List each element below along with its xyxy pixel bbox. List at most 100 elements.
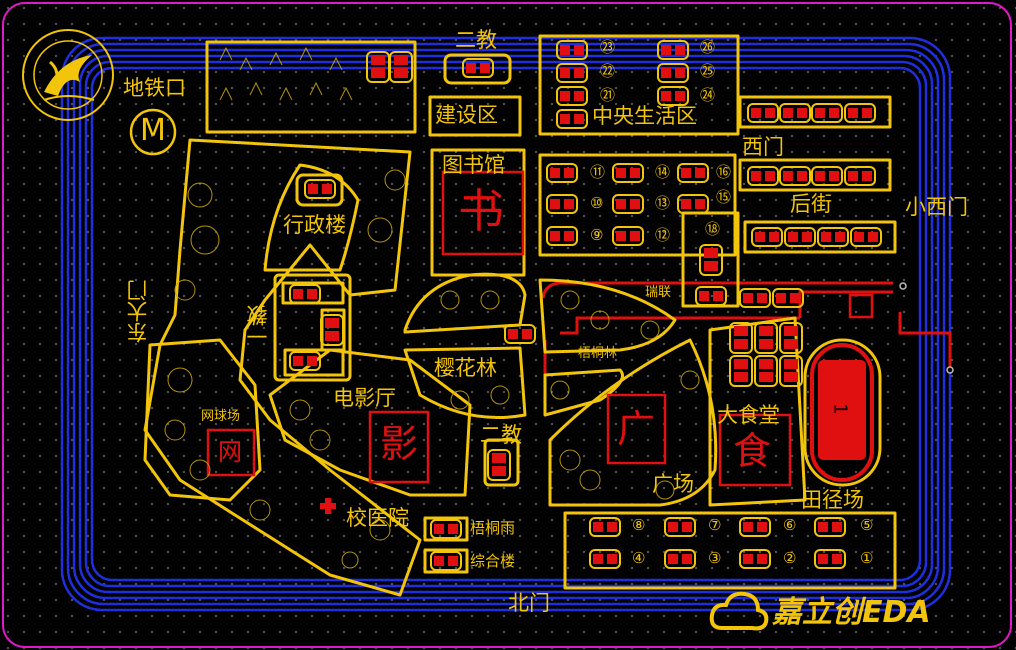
jianshequ-building	[428, 95, 522, 137]
smd-pad	[320, 314, 344, 346]
dorm-number-label: ②	[783, 549, 797, 567]
sakura-south	[403, 346, 527, 419]
smd-pad	[612, 226, 644, 246]
cinema-zone	[268, 348, 472, 497]
erjiao-mid-building	[483, 438, 520, 487]
canteen-mark: 食	[733, 429, 772, 473]
label-first-teaching: 一教	[246, 305, 270, 347]
metro-icon	[129, 108, 177, 156]
label-hospital: 校医院	[346, 506, 409, 530]
smd-pad	[747, 103, 779, 123]
xiaoximen-block	[743, 220, 897, 254]
label-small-west-gate: 小西门	[905, 195, 968, 219]
smd-pad	[589, 517, 621, 537]
north-dorm-block	[563, 511, 897, 590]
dorm-number-label: ⑪	[590, 163, 606, 181]
dorm-number-label: ⑫	[655, 226, 671, 244]
smd-pad	[546, 194, 578, 214]
smd-pad	[811, 166, 843, 186]
smd-pad	[729, 355, 753, 387]
smd-pad	[504, 324, 536, 344]
hospital-cross-icon	[320, 498, 336, 514]
smd-pad	[612, 163, 644, 183]
label-library: 图书馆	[442, 153, 505, 177]
smd-pad	[612, 194, 644, 214]
smd-pad	[754, 322, 778, 354]
smd-pad	[304, 179, 336, 199]
middle-dorm-block	[538, 153, 737, 257]
smd-pad	[817, 227, 849, 247]
dorm-number-label: ①	[860, 549, 874, 567]
label-central-living: 中央生活区	[592, 104, 697, 128]
label-square: 广场	[652, 472, 694, 496]
smd-pad	[677, 194, 709, 214]
smd-pad	[657, 63, 689, 83]
dorm-number-label: ㉔	[700, 86, 716, 104]
smd-pads	[289, 40, 882, 571]
label-admin-building: 行政楼	[283, 213, 346, 237]
smd-pad	[289, 351, 321, 371]
metro-letter: M	[140, 113, 166, 148]
label-tennis-court: 网球场	[201, 409, 241, 424]
wutong-south	[543, 368, 624, 417]
smd-pad	[664, 517, 696, 537]
smd-pad	[751, 227, 783, 247]
smd-pad	[556, 40, 588, 60]
smd-pad	[779, 322, 803, 354]
label-wutong-rain: 梧桐雨	[470, 519, 516, 537]
xingzhenglou-outline	[263, 163, 360, 272]
dorm-number-label: ⑯	[716, 163, 732, 181]
label-west-gate: 西门	[742, 135, 784, 159]
dorm-number-label: ㉒	[600, 62, 616, 80]
label-complex-building: 综合楼	[470, 552, 516, 570]
label-ruilian: 瑞联	[645, 285, 672, 300]
red-building-boxes	[206, 170, 874, 487]
label-sakura-forest: 樱花林	[434, 356, 497, 380]
smd-pad	[430, 519, 462, 539]
smd-pad	[546, 226, 578, 246]
sakura-north	[403, 272, 527, 334]
houjie-block	[738, 158, 892, 192]
label-jianshequ: 建设区	[435, 103, 498, 127]
central-living-zone	[538, 34, 740, 136]
tennis-zone	[143, 338, 262, 502]
cinema-mark: 影	[380, 422, 419, 466]
smd-pad	[695, 286, 727, 306]
smd-pad	[462, 58, 494, 78]
tennis-mark: 网	[218, 438, 242, 466]
dorm-number-label: ㉓	[600, 38, 616, 56]
ximen-block	[738, 95, 892, 129]
smd-pad	[747, 166, 779, 186]
library-mark: 书	[458, 184, 504, 238]
label-metro-entrance: 地铁口	[123, 76, 186, 100]
label-cinema: 电影厅	[333, 386, 396, 410]
east-dorm-block	[205, 40, 417, 134]
smd-pad	[739, 549, 771, 569]
smd-pad	[850, 227, 882, 247]
dorm-number-label: ④	[632, 549, 646, 567]
smd-pad	[844, 166, 876, 186]
label-wutong-forest: 梧桐林	[578, 346, 618, 361]
smd-pad	[699, 244, 723, 276]
label-big-canteen: 大食堂	[717, 403, 780, 427]
smd-pad	[779, 355, 803, 387]
smd-pad	[657, 86, 689, 106]
square-outline	[548, 338, 718, 507]
smd-pad	[546, 163, 578, 183]
dorm-number-label: ㉖	[700, 38, 716, 56]
smd-pad	[811, 103, 843, 123]
dorm-number-label: ⑮	[716, 188, 732, 206]
dorm-number-label: ⑤	[860, 516, 874, 534]
smd-pad	[589, 549, 621, 569]
building-outlines	[143, 34, 897, 597]
dorm-number-label: ⑨	[590, 226, 604, 244]
label-back-street: 后街	[790, 192, 832, 216]
smd-pad	[556, 109, 588, 129]
smd-pad	[814, 517, 846, 537]
smd-pad	[784, 227, 816, 247]
dorm-number-label: ⑦	[708, 516, 722, 534]
track-number: 1	[829, 403, 851, 415]
track-lane	[810, 343, 874, 482]
